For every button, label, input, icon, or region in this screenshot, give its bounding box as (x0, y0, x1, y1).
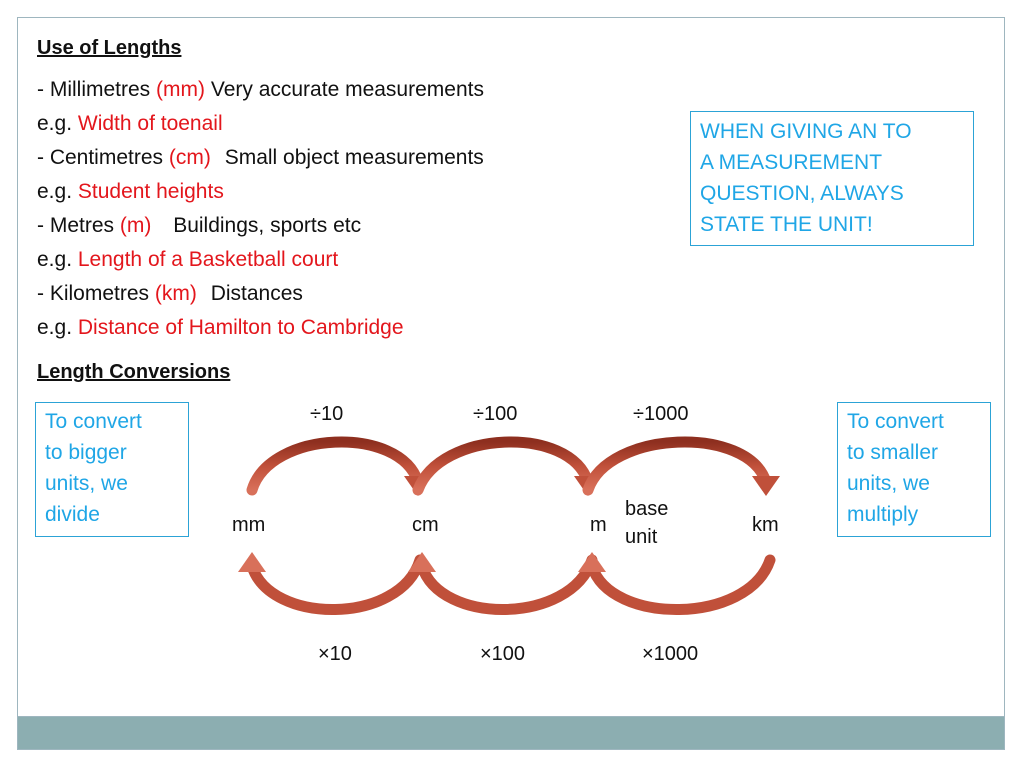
example-text: Length of a Basketball court (77, 248, 339, 271)
multiply-arrow-km-to-m (578, 552, 776, 615)
section-heading-length-conversions: Length Conversions (37, 361, 231, 383)
unit-abbr: (mm) (156, 78, 205, 101)
eg-label: e.g. (37, 248, 73, 271)
box-line: multiply (847, 503, 919, 526)
length-line-kilometres: - Kilometres (km) Distances (37, 282, 303, 306)
eg-label: e.g. (37, 112, 73, 135)
divide-label: ÷100 (473, 403, 518, 425)
length-line-centimetres: - Centimetres (cm) Small object measurem… (37, 146, 484, 170)
unit-desc: Very accurate measurements (210, 78, 484, 101)
multiply-label: ×1000 (642, 643, 699, 665)
example-line-millimetres: e.g. Width of toenail (37, 112, 223, 136)
divide-label: ÷1000 (633, 403, 689, 425)
unit-abbr: (m) (119, 214, 152, 237)
box-line: To convert (45, 410, 142, 433)
unit-label-cm: cm (412, 514, 439, 536)
base-unit-line: base (625, 498, 669, 520)
divide-arrow-m-to-km (582, 436, 780, 496)
unit-label-mm: mm (232, 514, 266, 536)
notice-line: QUESTION, ALWAYS (700, 182, 904, 205)
box-line: units, we (45, 472, 128, 495)
base-unit-label: base unit (625, 495, 668, 551)
box-line: To convert (847, 410, 944, 433)
unit-name: - Centimetres (37, 146, 164, 169)
box-line: to bigger (45, 441, 127, 464)
divide-arrow-mm-to-cm (246, 436, 432, 496)
multiply-arrow-m-to-cm (408, 552, 598, 615)
divide-arrow-cm-to-m (412, 436, 602, 496)
eg-label: e.g. (37, 316, 73, 339)
multiply-label: ×100 (480, 643, 526, 665)
multiply-explanation-box: To convert to smaller units, we multiply (837, 402, 991, 537)
unit-label-m: m (590, 514, 607, 536)
length-line-metres: - Metres (m) Buildings, sports etc (37, 214, 361, 238)
footer-bar (17, 716, 1005, 750)
example-text: Distance of Hamilton to Cambridge (77, 316, 404, 339)
unit-name: - Millimetres (37, 78, 151, 101)
unit-desc: Small object measurements (224, 146, 484, 169)
notice-line: STATE THE UNIT! (700, 213, 873, 236)
multiply-arrow-cm-to-mm (238, 552, 426, 615)
state-the-unit-notice: WHEN GIVING AN TO A MEASUREMENT QUESTION… (690, 111, 974, 246)
eg-label: e.g. (37, 180, 73, 203)
unit-abbr: (cm) (168, 146, 211, 169)
example-line-centimetres: e.g. Student heights (37, 180, 224, 204)
length-line-millimetres: - Millimetres (mm) Very accurate measure… (37, 78, 484, 102)
box-line: units, we (847, 472, 930, 495)
unit-desc: Buildings, sports etc (173, 214, 362, 237)
example-line-kilometres: e.g. Distance of Hamilton to Cambridge (37, 316, 404, 340)
notice-line: WHEN GIVING AN TO (700, 120, 912, 143)
example-text: Width of toenail (77, 112, 223, 135)
box-line: to smaller (847, 441, 939, 464)
unit-name: - Metres (37, 214, 115, 237)
example-text: Student heights (77, 180, 224, 203)
slide-frame (17, 17, 1005, 750)
multiply-label: ×10 (318, 643, 352, 665)
unit-name: - Kilometres (37, 282, 150, 305)
unit-desc: Distances (210, 282, 303, 305)
example-line-metres: e.g. Length of a Basketball court (37, 248, 338, 272)
notice-line: A MEASUREMENT (700, 151, 883, 174)
unit-label-km: km (752, 514, 779, 536)
divide-explanation-box: To convert to bigger units, we divide (35, 402, 189, 537)
divide-label: ÷10 (310, 403, 344, 425)
base-unit-line: unit (625, 526, 658, 548)
box-line: divide (45, 503, 100, 526)
unit-abbr: (km) (154, 282, 197, 305)
section-heading-use-of-lengths: Use of Lengths (37, 37, 182, 59)
